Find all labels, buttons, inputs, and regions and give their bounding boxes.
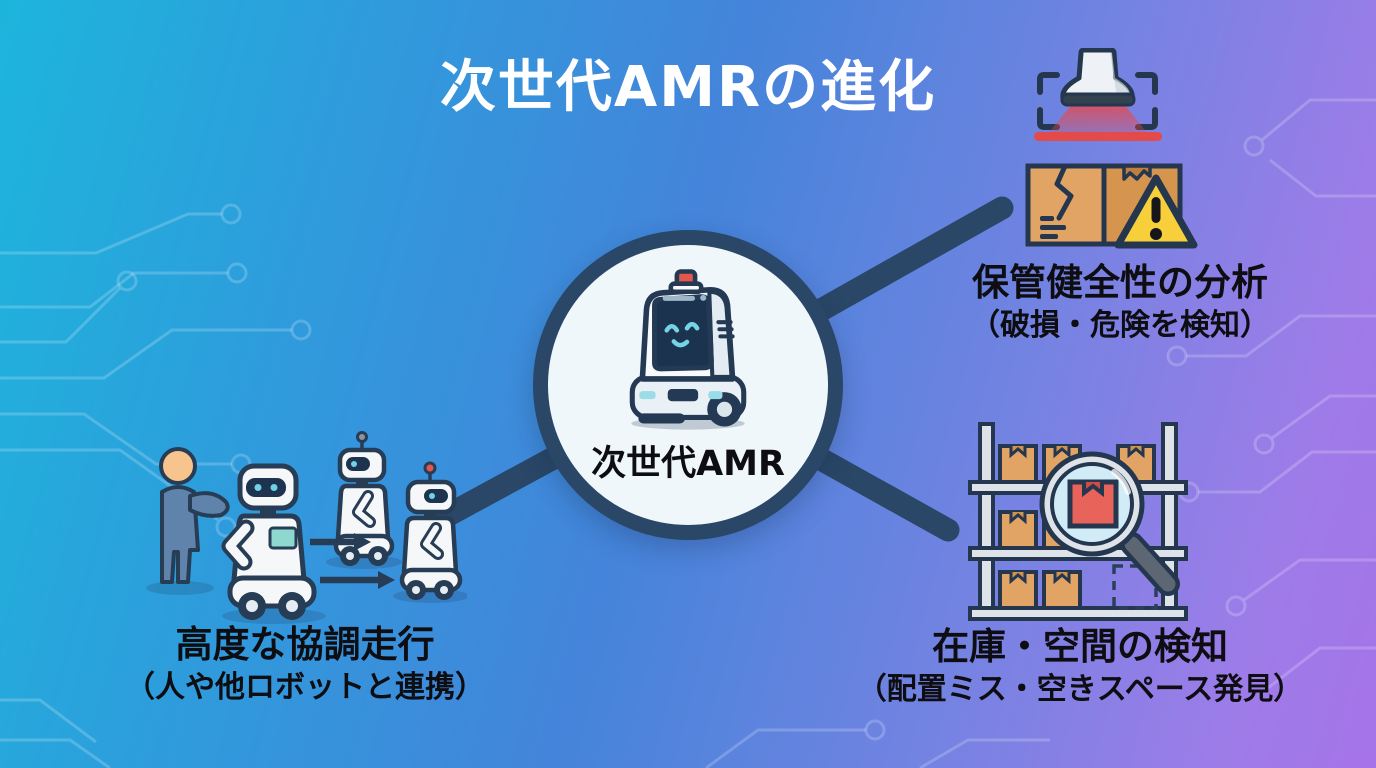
scanner-viewfinder-icon [1034,48,1162,141]
human-with-robots-icon [146,431,467,624]
torn-tape [1122,164,1152,181]
person-arm [188,491,230,518]
amr-robot-icon [629,269,747,430]
empty-space-dashed-slot [1112,564,1158,610]
scan-line [1034,132,1162,141]
branch-storage-health: 保管健全性の分析 （破損・危険を検知） [915,261,1325,343]
shelf-magnifier-icon [968,422,1188,621]
page-title: 次世代AMRの進化 [439,55,937,120]
person-head [159,447,197,485]
crack [1054,163,1074,221]
branch-title: 保管健全性の分析 [972,261,1268,304]
robot-face-screen [652,294,714,372]
coordination-arrows [310,533,395,589]
robot-right [399,461,463,600]
branch-subtitle: （配置ミス・空きスペース発見） [856,671,1304,707]
center-node-label: 次世代AMR [591,444,785,484]
person-figure [159,447,230,584]
viewfinder-brackets [1037,72,1158,130]
branch-title: 高度な協調走行 [175,623,435,666]
scan-beam [1043,104,1153,140]
robot-front [221,463,317,620]
robot-back [333,431,395,566]
box-label-lines [1040,216,1066,239]
robot-smiling-face [664,321,700,348]
branch-inventory-space: 在庫・空間の検知 （配置ミス・空きスペース発見） [800,625,1360,707]
magnifier [1039,451,1180,596]
branch-cooperative-driving: 高度な協調走行 （人や他ロボットと連携） [90,623,520,705]
center-node: 次世代AMR [533,230,843,540]
damaged-box-warning-icon [1025,163,1198,249]
branch-subtitle: （人や他ロボットと連携） [125,669,485,705]
branch-subtitle: （破損・危険を検知） [970,307,1270,343]
misplaced-red-box [1067,479,1119,529]
branch-title: 在庫・空間の検知 [932,625,1228,668]
